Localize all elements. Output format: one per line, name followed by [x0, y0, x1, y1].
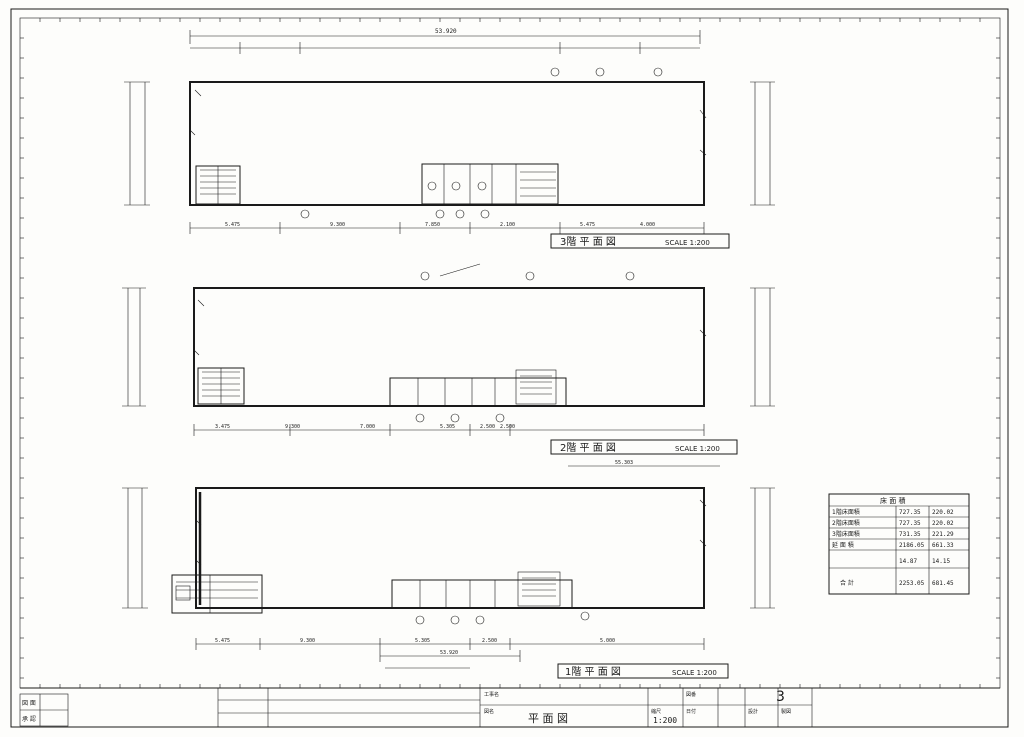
name-label: 図名: [484, 708, 494, 715]
inner-border: [19, 17, 1001, 689]
plan-3f-dim-6: 4.000: [640, 222, 655, 228]
plan-1f-dim-1: 5.475: [215, 638, 230, 644]
plan-2f-dim-6: 2.500: [500, 424, 515, 430]
plan-3f-caption: 3階 平 面 図: [560, 236, 616, 248]
area-row-3-v2: 221.29: [932, 531, 954, 538]
design-label: 設計: [748, 708, 758, 715]
sheet-number: 3: [776, 689, 785, 705]
area-row-1-v1: 727.35: [899, 509, 921, 516]
plan-2f-caption: 2階 平 面 図: [560, 442, 616, 454]
area-extra-v1: 14.87: [899, 558, 917, 565]
scale-label: 縮尺: [651, 708, 661, 715]
stamp-label-1: 図 面: [22, 700, 36, 707]
area-row-2-v1: 727.35: [899, 520, 921, 527]
area-row-3-label: 3階床面積: [832, 530, 860, 538]
plan-2f-dim-3: 7.000: [360, 424, 375, 430]
area-row-1-label: 1階床面積: [832, 508, 860, 516]
plan-1f-caption: 1階 平 面 図: [565, 666, 621, 678]
area-extra-v2: 14.15: [932, 558, 950, 565]
title-block: 図 面 承 認 工事名 図名 平 面 図 縮尺 1:200 図番 日付 設計 製…: [19, 687, 1000, 727]
plan-3f-dim-3: 7.850: [425, 222, 440, 228]
area-table-header: 床 面 積: [880, 496, 905, 505]
drawing-scale: 1:200: [653, 716, 677, 725]
outer-border: [10, 8, 1009, 728]
plan-2f-scale: SCALE 1:200: [675, 445, 720, 453]
plan-3f-dim-5: 5.475: [580, 222, 595, 228]
area-row-2-label: 2階床面積: [832, 519, 860, 527]
plan-2f: 3.475 9.300 7.000 5.305 2.500 2.500 2階 平…: [122, 263, 775, 467]
project-label: 工事名: [484, 691, 499, 698]
date-label: 日付: [686, 708, 696, 715]
plan-1f-dim-2: 9.300: [300, 638, 315, 644]
area-row-1-v2: 220.02: [932, 509, 954, 516]
plan-3f-dim-4: 2.100: [500, 222, 515, 228]
drawing-title: 平 面 図: [528, 712, 568, 725]
plan-2f-dim-4: 5.305: [440, 424, 455, 430]
plan-3f: 53.920 5.475: [124, 28, 775, 249]
plan-1f-total-dim: 53.920: [440, 650, 458, 656]
border-ticks: [20, 18, 1000, 688]
plan-1f-scale: SCALE 1:200: [672, 669, 717, 677]
plan-1f-dim-4: 2.500: [482, 638, 497, 644]
number-label: 図番: [686, 691, 696, 698]
plan-2f-dim-2: 9.300: [285, 424, 300, 430]
plan-1f: 5.475 9.300 5.305 2.500 5.000 53.920 1階 …: [122, 487, 775, 679]
area-total-label: 合 計: [840, 579, 854, 587]
plan-1f-dim-3: 5.305: [415, 638, 430, 644]
area-total-v1: 2253.05: [899, 580, 925, 587]
plan-3f-overall-dim: 53.920: [435, 28, 457, 35]
area-table: 床 面 積 1階床面積 727.35 220.02 2階床面積 727.35 2…: [828, 493, 970, 595]
plan-3f-scale: SCALE 1:200: [665, 239, 710, 247]
plan-3f-dim-2: 9.300: [330, 222, 345, 228]
plan-2f-dim-5: 2.500: [480, 424, 495, 430]
area-row-4-v1: 2186.05: [899, 542, 925, 549]
plan-2f-dim-1: 3.475: [215, 424, 230, 430]
area-row-2-v2: 220.02: [932, 520, 954, 527]
plan-3f-dim-1: 5.475: [225, 222, 240, 228]
area-row-3-v1: 731.35: [899, 531, 921, 538]
area-row-4-v2: 661.33: [932, 542, 954, 549]
plan-1f-dim-5: 5.000: [600, 638, 615, 644]
area-row-4-label: 延 面 積: [832, 541, 854, 549]
stamp-label-2: 承 認: [22, 715, 36, 723]
check-label: 製図: [781, 708, 791, 715]
plan-2f-overall-dim: 55.303: [615, 460, 633, 466]
area-total-v2: 681.45: [932, 580, 954, 587]
